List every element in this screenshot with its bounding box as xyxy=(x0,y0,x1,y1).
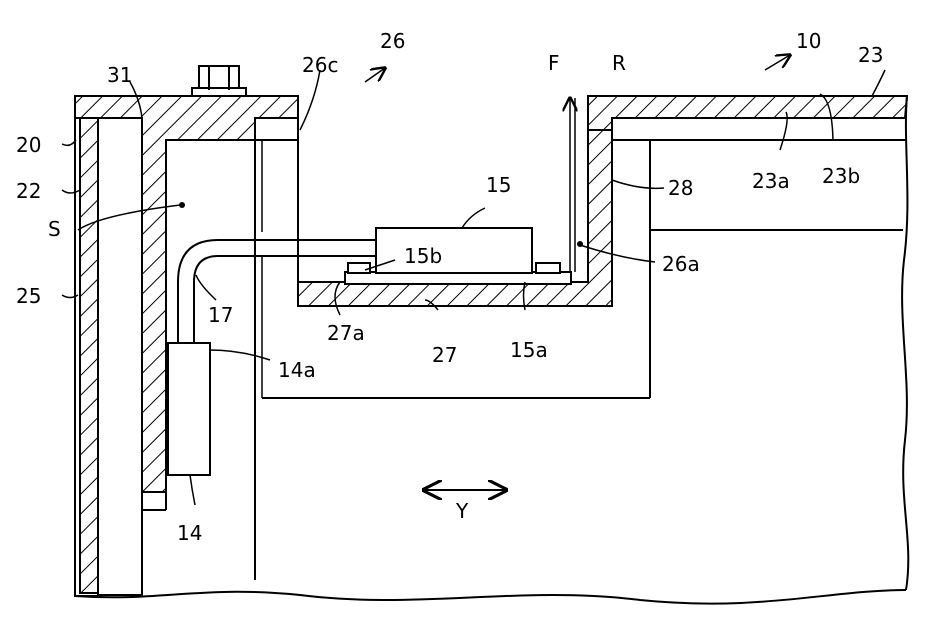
label-F: F xyxy=(548,51,560,75)
label-28: 28 xyxy=(668,176,693,200)
inner-left-wall xyxy=(98,96,142,595)
component-15 xyxy=(376,228,532,273)
top-plate-right xyxy=(588,96,907,230)
label-Y: Y xyxy=(455,499,469,523)
label-14a: 14a xyxy=(278,358,316,382)
label-14: 14 xyxy=(177,521,202,545)
point-S xyxy=(179,202,185,208)
point-26a xyxy=(577,241,583,247)
label-26c: 26c xyxy=(302,53,338,77)
label-27: 27 xyxy=(432,343,457,367)
label-22: 22 xyxy=(16,179,41,203)
label-15: 15 xyxy=(486,173,511,197)
label-20: 20 xyxy=(16,133,41,157)
label-25: 25 xyxy=(16,284,41,308)
label-17: 17 xyxy=(208,303,233,327)
label-27a: 27a xyxy=(327,321,365,345)
label-15b: 15b xyxy=(404,244,442,268)
space-S-region xyxy=(142,140,650,580)
label-10: 10 xyxy=(796,29,821,53)
label-26: 26 xyxy=(380,29,405,53)
break-line-bottom xyxy=(75,590,906,604)
bolt xyxy=(192,66,246,96)
label-15a: 15a xyxy=(510,338,548,362)
label-S: S xyxy=(48,217,61,241)
label-R: R xyxy=(612,51,626,75)
label-31: 31 xyxy=(107,63,132,87)
break-line-right xyxy=(902,96,908,590)
label-26a: 26a xyxy=(662,252,700,276)
module-14 xyxy=(168,343,210,475)
label-23a: 23a xyxy=(752,169,790,193)
label-23: 23 xyxy=(858,43,883,67)
label-23b: 23b xyxy=(822,164,860,188)
